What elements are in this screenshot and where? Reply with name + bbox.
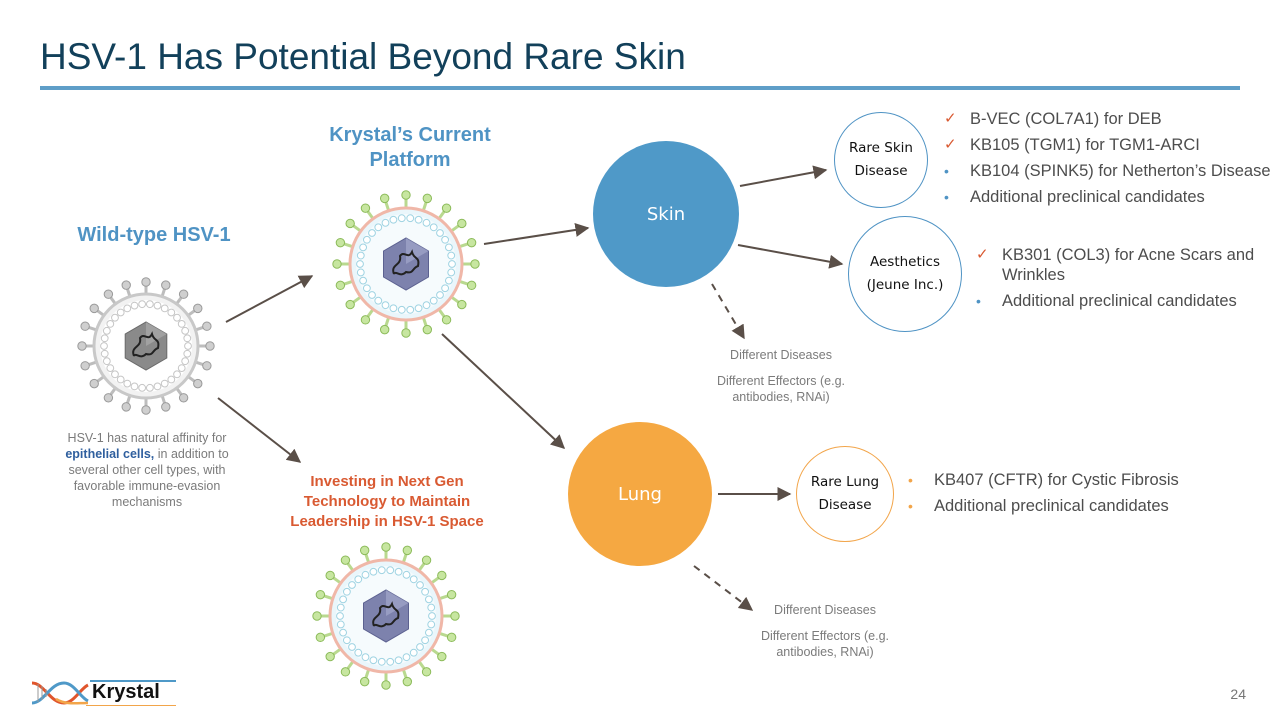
arrow-skin-to-other-dashed xyxy=(711,283,745,340)
list-item: •KB104 (SPINK5) for Netherton’s Disease xyxy=(944,162,1271,180)
skin-node: Skin xyxy=(593,141,739,287)
list-item: ✓KB301 (COL3) for Acne Scars and Wrinkle… xyxy=(976,246,1255,284)
bullet-icon: • xyxy=(908,472,913,488)
current-platform-virus-icon xyxy=(332,190,480,338)
current-platform-heading: Krystal’s Current Platform xyxy=(329,124,491,171)
wildtype-heading: Wild-type HSV-1 xyxy=(77,224,231,246)
check-icon: ✓ xyxy=(976,246,989,263)
lung-node: Lung xyxy=(568,422,712,566)
list-item: •Additional preclinical candidates xyxy=(908,497,1169,515)
aesthetics-candidates-list: ✓KB301 (COL3) for Acne Scars and Wrinkle… xyxy=(976,245,1256,317)
arrow-skin-to-rare-skin xyxy=(739,165,828,187)
arrow-wildtype-to-nextgen xyxy=(217,397,302,463)
arrow-current-to-skin xyxy=(483,222,590,245)
bullet-icon: • xyxy=(908,498,913,514)
page-number: 24 xyxy=(1230,686,1246,702)
list-item: ✓KB105 (TGM1) for TGM1-ARCI xyxy=(944,136,1200,154)
rare-lung-candidates-list: •KB407 (CFTR) for Cystic Fibrosis •Addit… xyxy=(908,470,1238,522)
bullet-icon: • xyxy=(944,163,949,179)
arrow-wildtype-to-current xyxy=(225,275,314,323)
logo-text: Krystal xyxy=(92,681,160,703)
list-item: •Additional preclinical candidates xyxy=(976,292,1237,310)
check-icon: ✓ xyxy=(944,136,957,153)
check-icon: ✓ xyxy=(944,110,957,127)
arrow-skin-to-aesthetics xyxy=(737,244,844,269)
bullet-icon: • xyxy=(976,293,981,309)
wildtype-caption: HSV-1 has natural affinity for epithelia… xyxy=(65,431,229,509)
aesthetics-node: Aesthetics(Jeune Inc.) xyxy=(848,216,962,332)
next-gen-heading: Investing in Next Gen Technology to Main… xyxy=(290,473,484,530)
slide-title: HSV-1 Has Potential Beyond Rare Skin xyxy=(40,36,686,77)
list-item: •Additional preclinical candidates xyxy=(944,188,1205,206)
dna-helix-icon xyxy=(31,681,89,705)
list-item: ✓B-VEC (COL7A1) for DEB xyxy=(944,110,1162,128)
skin-other-diseases: Different Diseases Different Effectors (… xyxy=(716,348,846,404)
wildtype-virus-icon xyxy=(77,277,215,415)
krystal-logo: Krystal xyxy=(30,677,176,707)
arrow-current-to-lung xyxy=(441,333,566,449)
next-gen-virus-icon xyxy=(312,542,460,690)
lung-other-diseases: Different Diseases Different Effectors (… xyxy=(760,603,890,659)
title-divider xyxy=(40,86,1240,90)
rare-skin-candidates-list: ✓B-VEC (COL7A1) for DEB ✓KB105 (TGM1) fo… xyxy=(944,109,1274,213)
list-item: •KB407 (CFTR) for Cystic Fibrosis xyxy=(908,471,1179,489)
bullet-icon: • xyxy=(944,189,949,205)
